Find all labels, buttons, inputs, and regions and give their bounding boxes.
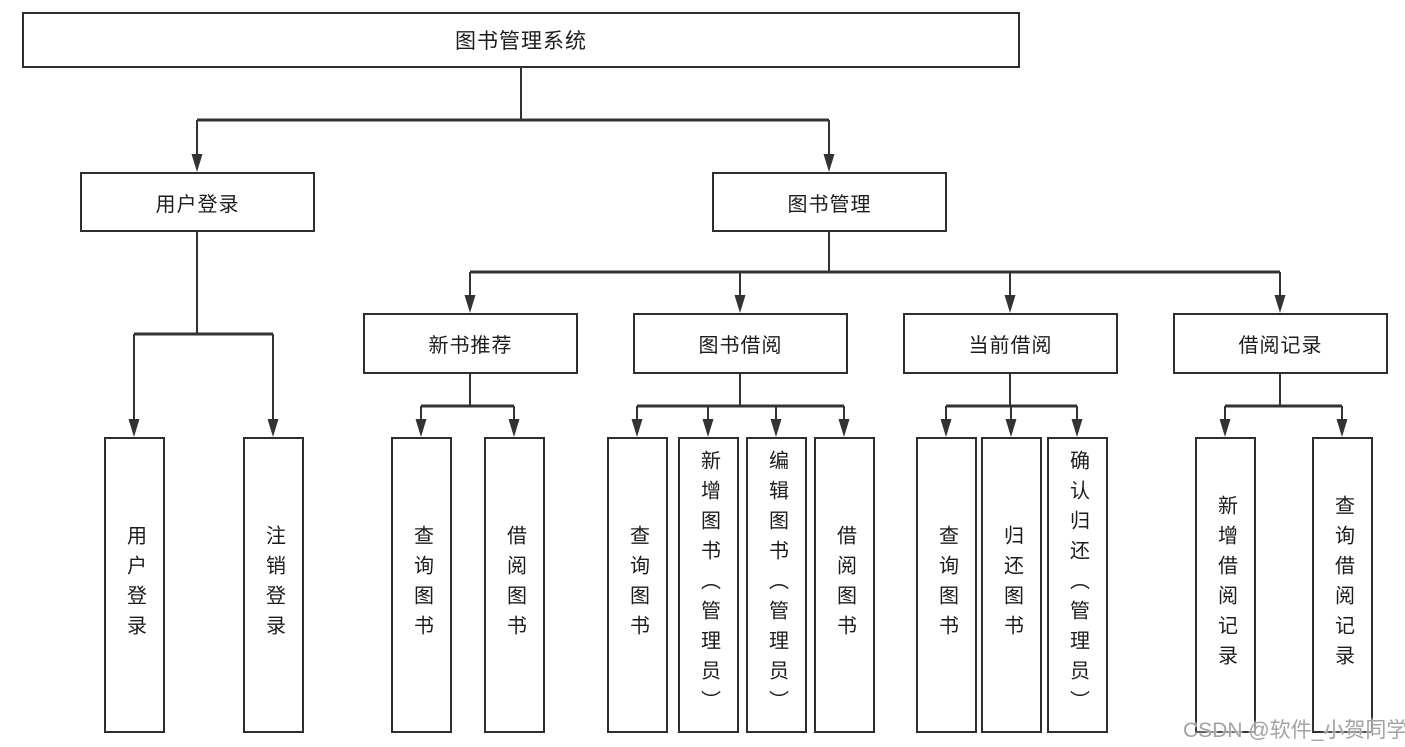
leaf-query-books: 查询图书 — [916, 437, 977, 733]
leaf-borrow-books: 借阅图书 — [814, 437, 875, 733]
node-borrow-records: 借阅记录 — [1173, 313, 1388, 374]
connector-bookmgmt-to-sections — [464, 230, 1286, 313]
connector-borrowrecords-to-leaves — [1219, 374, 1348, 437]
leaf-return-books: 归还图书 — [981, 437, 1042, 733]
node-book-management: 图书管理 — [712, 172, 947, 232]
connector-bookborrow-to-leaves — [631, 374, 850, 437]
leaf-add-borrow-record: 新增借阅记录 — [1195, 437, 1256, 733]
arrow-down-icon — [823, 154, 835, 172]
connector-newbook-to-leaves — [415, 374, 520, 437]
node-book-borrow: 图书借阅 — [633, 313, 848, 374]
connector-currentborrow-to-leaves — [940, 374, 1083, 437]
arrow-down-icon — [1336, 419, 1348, 437]
watermark: CSDN @软件_小贺同学 — [1183, 719, 1405, 742]
leaf-add-books-admin: 新增图书（管理员） — [678, 437, 739, 733]
arrow-down-icon — [128, 419, 140, 437]
arrow-down-icon — [191, 154, 203, 172]
leaf-query-borrow-record: 查询借阅记录 — [1312, 437, 1373, 733]
arrow-down-icon — [734, 295, 746, 313]
leaf-confirm-return-admin: 确认归还（管理员） — [1047, 437, 1108, 733]
arrow-down-icon — [1274, 295, 1286, 313]
arrow-down-icon — [702, 419, 714, 437]
leaf-edit-books-admin: 编辑图书（管理员） — [746, 437, 807, 733]
leaf-query-books: 查询图书 — [391, 437, 452, 733]
leaf-borrow-books: 借阅图书 — [484, 437, 545, 733]
arrow-down-icon — [1219, 419, 1231, 437]
leaf-user-login: 用户登录 — [104, 437, 165, 733]
arrow-down-icon — [838, 419, 850, 437]
leaf-logout: 注销登录 — [243, 437, 304, 733]
arrow-down-icon — [631, 419, 643, 437]
node-current-borrow: 当前借阅 — [903, 313, 1118, 374]
leaf-query-books: 查询图书 — [607, 437, 668, 733]
arrow-down-icon — [415, 419, 427, 437]
arrow-down-icon — [1004, 295, 1016, 313]
node-root-system: 图书管理系统 — [22, 12, 1020, 68]
connector-root-to-level2 — [191, 66, 835, 172]
connector-userlogin-to-leaves — [128, 230, 279, 437]
node-new-book-recommend: 新书推荐 — [363, 313, 578, 374]
arrow-down-icon — [267, 419, 279, 437]
arrow-down-icon — [770, 419, 782, 437]
arrow-down-icon — [940, 419, 952, 437]
arrow-down-icon — [1071, 419, 1083, 437]
node-user-login: 用户登录 — [80, 172, 315, 232]
arrow-down-icon — [508, 419, 520, 437]
arrow-down-icon — [464, 295, 476, 313]
arrow-down-icon — [1005, 419, 1017, 437]
